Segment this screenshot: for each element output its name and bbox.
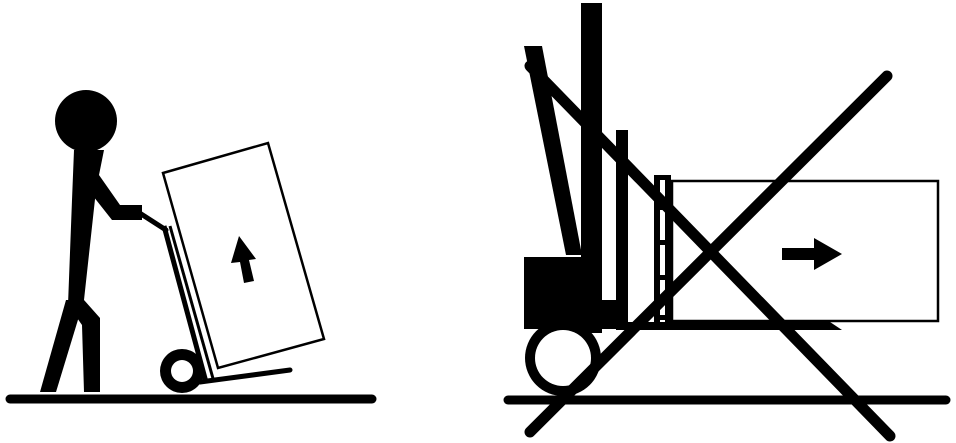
person-icon: [40, 90, 142, 392]
panel-correct: [10, 90, 372, 399]
panel-prohibited: [508, 3, 946, 436]
box-up-arrow-icon: [163, 143, 324, 368]
